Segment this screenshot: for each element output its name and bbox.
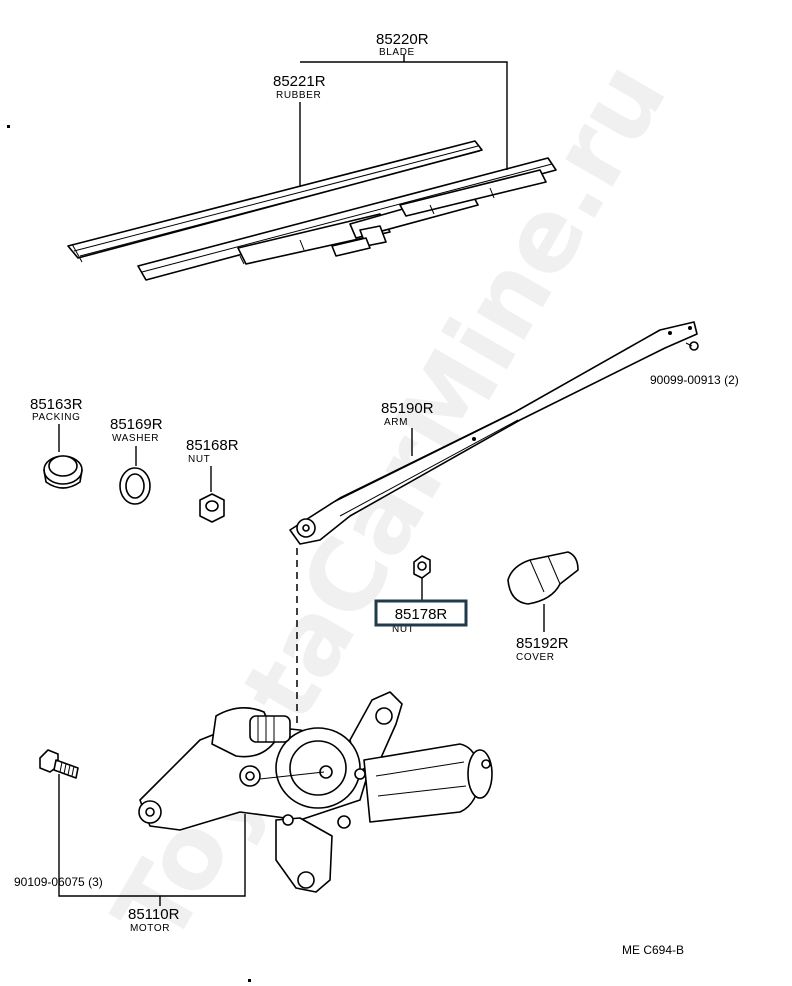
arm-part-name: ARM xyxy=(384,417,408,428)
nut-part-number: 85168R xyxy=(186,437,239,454)
arm-screw-code: 90099-00913 (2) xyxy=(650,373,739,387)
packing-part-name: PACKING xyxy=(32,412,80,423)
rubber-part-number: 85221R xyxy=(273,73,326,90)
cover-illustration xyxy=(507,551,579,605)
margin-mark xyxy=(248,979,251,982)
blade-leader xyxy=(300,61,508,170)
motor-part-number: 85110R xyxy=(128,906,180,923)
nut-85178r-illustration xyxy=(413,555,431,579)
nut-85178r-part-number[interactable]: 85178R xyxy=(395,606,448,623)
cover-part-number: 85192R xyxy=(516,635,569,652)
blade-part-number: 85220R xyxy=(376,31,429,48)
nut-illustration xyxy=(199,493,225,523)
blade-part-name: BLADE xyxy=(379,47,415,58)
washer-illustration xyxy=(119,467,151,505)
washer-part-number: 85169R xyxy=(110,416,163,433)
arm-screw-illustration xyxy=(685,341,699,351)
motor-bolt-illustration xyxy=(39,749,79,779)
highlighted-part-box[interactable] xyxy=(374,599,468,627)
nut-part-name: NUT xyxy=(188,454,210,465)
nut-85178r-part-name: NUT xyxy=(392,624,414,635)
packing-part-number: 85163R xyxy=(30,396,83,413)
motor-bolt-code: 90109-06075 (3) xyxy=(14,875,103,889)
arm-part-number: 85190R xyxy=(381,400,434,417)
motor-leader xyxy=(58,774,246,897)
motor-illustration xyxy=(138,691,493,893)
packing-illustration xyxy=(43,455,83,489)
rubber-illustration xyxy=(67,140,483,263)
margin-mark xyxy=(7,125,10,128)
blade-illustration xyxy=(137,157,557,281)
motor-part-name: MOTOR xyxy=(130,923,170,934)
rubber-part-name: RUBBER xyxy=(276,90,321,101)
washer-part-name: WASHER xyxy=(112,433,159,444)
cover-part-name: COVER xyxy=(516,652,555,663)
figure-code: ME C694-B xyxy=(622,943,684,957)
arm-illustration xyxy=(289,321,698,545)
